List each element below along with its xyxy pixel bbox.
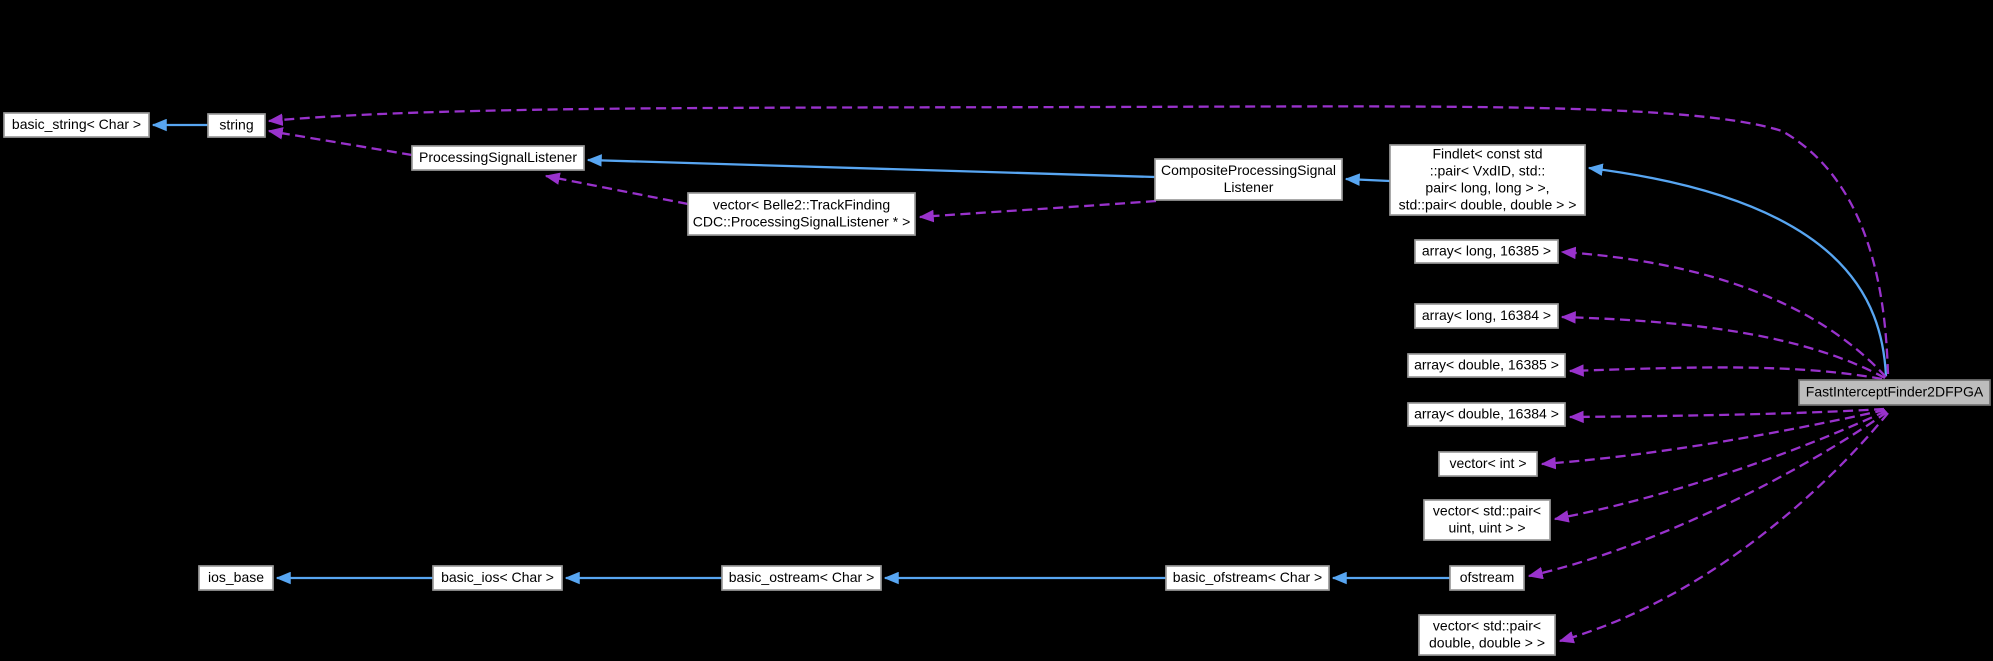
node-label-vector_psl-line1: vector< Belle2::TrackFinding (713, 197, 890, 213)
node-ofstream[interactable]: ofstream (1449, 565, 1525, 591)
edge-fast_intercept_finder--to--string (267, 105, 1890, 375)
edge-fast_intercept_finder--to--ofstream (1527, 411, 1888, 580)
node-array_double_16385[interactable]: array< double, 16385 > (1407, 353, 1566, 378)
node-vector_pair_double[interactable]: vector< std::pair<double, double > > (1418, 614, 1556, 656)
node-string[interactable]: string (207, 113, 266, 138)
edge-fast_intercept_finder--to--array_double_16384 (1568, 407, 1885, 424)
node-box-basic_ofstream (1165, 565, 1330, 591)
node-label-array_long_16385: array< long, 16385 > (1422, 243, 1551, 259)
node-label-vector_pair_uint-line2: uint, uint > > (1448, 520, 1525, 536)
node-label-vector_int: vector< int > (1449, 455, 1526, 471)
edge-composite_psl--to--vector_psl (918, 199, 1157, 223)
edge-fast_intercept_finder--to--vector_int (1540, 408, 1886, 470)
node-label-vector_pair_uint-line1: vector< std::pair< (1433, 503, 1541, 519)
node-box-basic_ostream (721, 565, 882, 591)
node-label-fast_intercept_finder: FastInterceptFinder2DFPGA (1806, 384, 1984, 400)
node-box-vector_psl (687, 192, 916, 236)
node-box-fast_intercept_finder (1798, 379, 1991, 406)
node-fast_intercept_finder[interactable]: FastInterceptFinder2DFPGA (1798, 379, 1991, 406)
node-box-basic_ios (432, 565, 563, 591)
node-box-processing_signal_listener (411, 145, 585, 171)
node-box-composite_psl (1154, 158, 1343, 201)
node-box-array_long_16384 (1414, 303, 1559, 329)
node-basic_ofstream[interactable]: basic_ofstream< Char > (1165, 565, 1330, 591)
edge-findlet--to--composite_psl (1344, 173, 1391, 186)
node-vector_pair_uint[interactable]: vector< std::pair<uint, uint > > (1423, 499, 1551, 541)
node-label-basic_ofstream: basic_ofstream< Char > (1173, 569, 1322, 585)
node-label-vector_psl-line2: CDC::ProcessingSignalListener * > (693, 214, 911, 230)
node-box-basic_string (3, 112, 150, 138)
node-box-array_long_16385 (1414, 239, 1559, 264)
node-label-findlet-line4: std::pair< double, double > > (1399, 197, 1577, 213)
node-label-findlet-line1: Findlet< const std (1432, 146, 1542, 162)
node-basic_ostream[interactable]: basic_ostream< Char > (721, 565, 882, 591)
node-label-findlet-line3: pair< long, long > >, (1425, 180, 1549, 196)
node-box-ios_base (198, 565, 274, 591)
node-label-composite_psl-line2: Listener (1224, 179, 1274, 195)
node-label-string: string (219, 117, 253, 133)
node-array_long_16384[interactable]: array< long, 16384 > (1414, 303, 1559, 329)
node-label-basic_ios: basic_ios< Char > (441, 569, 554, 585)
node-ios_base[interactable]: ios_base (198, 565, 274, 591)
node-label-basic_string: basic_string< Char > (12, 116, 141, 132)
node-label-ofstream: ofstream (1460, 569, 1514, 585)
edge-fast_intercept_finder--to--findlet (1587, 163, 1888, 377)
node-label-findlet-line2: ::pair< VxdID, std:: (1430, 163, 1546, 179)
node-processing_signal_listener[interactable]: ProcessingSignalListener (411, 145, 585, 171)
node-box-findlet (1389, 144, 1586, 216)
edge-processing_signal_listener--to--string (267, 127, 413, 157)
node-label-array_double_16385: array< double, 16385 > (1414, 357, 1559, 373)
node-label-basic_ostream: basic_ostream< Char > (729, 569, 875, 585)
edge-fast_intercept_finder--to--array_long_16384 (1560, 311, 1886, 380)
edge-fast_intercept_finder--to--array_double_16385 (1568, 364, 1883, 381)
node-vector_int[interactable]: vector< int > (1438, 451, 1538, 477)
node-basic_string[interactable]: basic_string< Char > (3, 112, 150, 138)
node-array_double_16384[interactable]: array< double, 16384 > (1407, 402, 1566, 427)
node-array_long_16385[interactable]: array< long, 16385 > (1414, 239, 1559, 264)
node-label-processing_signal_listener: ProcessingSignalListener (419, 149, 577, 165)
node-label-array_long_16384: array< long, 16384 > (1422, 307, 1551, 323)
node-box-array_double_16384 (1407, 402, 1566, 427)
node-box-array_double_16385 (1407, 353, 1566, 378)
node-label-vector_pair_double-line2: double, double > > (1429, 635, 1545, 651)
node-label-array_double_16384: array< double, 16384 > (1414, 406, 1559, 422)
node-vector_psl[interactable]: vector< Belle2::TrackFindingCDC::Process… (687, 192, 916, 236)
edge-fast_intercept_finder--to--array_long_16385 (1560, 246, 1887, 378)
edge-vector_psl--to--processing_signal_listener (544, 172, 689, 206)
node-box-vector_int (1438, 451, 1538, 477)
node-box-string (207, 113, 266, 138)
node-box-vector_pair_uint (1423, 499, 1551, 541)
node-box-ofstream (1449, 565, 1525, 591)
node-label-ios_base: ios_base (208, 569, 264, 585)
edge-fast_intercept_finder--to--vector_pair_uint (1553, 409, 1887, 523)
node-findlet[interactable]: Findlet< const std::pair< VxdID, std::pa… (1389, 144, 1586, 216)
node-label-vector_pair_double-line1: vector< std::pair< (1433, 618, 1541, 634)
node-box-vector_pair_double (1418, 614, 1556, 656)
edge-fast_intercept_finder--to--vector_pair_double (1558, 412, 1889, 644)
node-label-composite_psl-line1: CompositeProcessingSignal (1161, 162, 1336, 178)
node-basic_ios[interactable]: basic_ios< Char > (432, 565, 563, 591)
edge-composite_psl--to--processing_signal_listener (586, 154, 1156, 179)
